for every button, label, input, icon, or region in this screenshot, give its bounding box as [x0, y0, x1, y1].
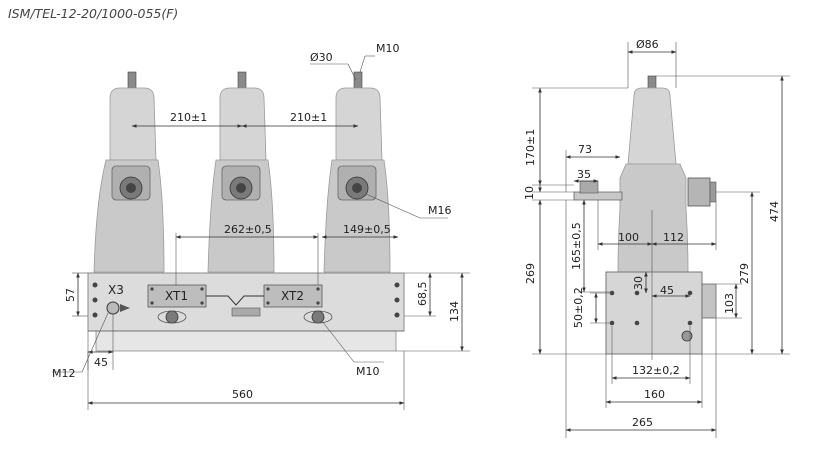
dim-phi30: Ø30	[310, 51, 333, 64]
side-drive-box	[605, 271, 703, 355]
dim-h269: 269	[524, 263, 537, 284]
dim-h50: 50±0,2	[572, 287, 585, 328]
dim-h30: 30	[632, 276, 645, 290]
pole-right	[323, 71, 391, 273]
dim-phi86: Ø86	[636, 38, 659, 51]
dim-w35: 35	[577, 168, 591, 181]
drawing-title: ISM/TEL-12-20/1000-055(F)	[8, 6, 179, 21]
dim-m16: M16	[428, 204, 452, 217]
dim-w160: 160	[644, 388, 665, 401]
terminal-stud	[237, 71, 247, 89]
dim-h474: 474	[768, 201, 781, 222]
dim-m10-bottom: M10	[356, 365, 380, 378]
dim-h57: 57	[64, 288, 77, 302]
dim-w45-side: 45	[660, 284, 674, 297]
dim-h279: 279	[738, 263, 751, 284]
pole-middle	[207, 71, 275, 273]
base-skirt	[95, 330, 397, 352]
side-view: Ø86 170±1 73 35 10 165±0,5 100 112	[523, 38, 790, 438]
dim-w100: 100	[618, 231, 639, 244]
terminal-stud	[127, 71, 137, 89]
dim-h10: 10	[523, 186, 536, 200]
dim-m12: M12	[52, 367, 76, 380]
dim-pitch-right: 210±1	[290, 111, 327, 124]
dim-w73: 73	[578, 143, 592, 156]
dim-h170: 170±1	[524, 129, 537, 166]
dim-w132: 132±0,2	[632, 364, 680, 377]
label-xt2: XT2	[281, 289, 304, 303]
dim-w265: 265	[632, 416, 653, 429]
pole-left	[93, 71, 165, 273]
terminal-stud	[353, 71, 363, 89]
side-terminal	[687, 177, 711, 207]
dim-w112: 112	[663, 231, 684, 244]
label-x3: X3	[108, 283, 124, 297]
dim-w560: 560	[232, 388, 253, 401]
dim-w149: 149±0,5	[343, 223, 391, 236]
dim-pitch-left: 210±1	[170, 111, 207, 124]
dim-m10-top: M10	[376, 42, 400, 55]
front-view: 210±1 210±1 Ø30 M10 M16 262±0,5 149±0,5 …	[52, 42, 470, 410]
dim-w262: 262±0,5	[224, 223, 272, 236]
dim-h165: 165±0,5	[570, 222, 583, 270]
base-frame	[87, 272, 405, 332]
earth-bolt-left	[165, 310, 179, 324]
dim-h68: 68,5	[416, 282, 429, 307]
label-xt1: XT1	[165, 289, 188, 303]
connector-x3	[106, 301, 120, 315]
dim-h103: 103	[723, 293, 736, 314]
dim-w45: 45	[94, 356, 108, 369]
dim-h134: 134	[448, 301, 461, 322]
